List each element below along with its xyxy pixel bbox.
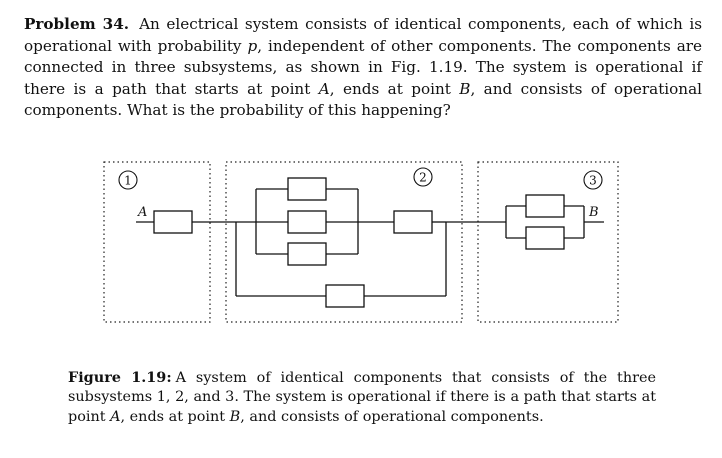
component-box <box>287 177 327 201</box>
component-box <box>525 194 565 218</box>
component-box <box>153 210 193 234</box>
subsystem-1-number: 1 <box>124 174 132 188</box>
component-box <box>525 226 565 250</box>
problem-text: , ends at point <box>329 79 460 98</box>
figure-caption: Figure 1.19:A system of identical compon… <box>68 368 656 427</box>
caption-text: , ends at point <box>120 408 230 425</box>
circuit-wires <box>136 188 604 297</box>
subsystem-1-marker: 1 <box>118 170 138 190</box>
component-box <box>287 242 327 266</box>
figure-label: Figure 1.19: <box>68 369 172 386</box>
subsystem-3-number: 3 <box>589 174 597 188</box>
caption-text: A system of identical components that co… <box>68 370 656 425</box>
point-b-ref: B <box>459 79 471 98</box>
point-a-label: A <box>137 205 147 220</box>
subsystem-3-marker: 3 <box>583 170 603 190</box>
caption-point-b: B <box>229 408 241 425</box>
subsystem-2-marker: 2 <box>413 167 433 187</box>
problem-label: Problem 34. <box>24 15 130 33</box>
component-box <box>325 284 365 308</box>
point-a-ref: A <box>318 79 330 98</box>
circuit-diagram: 1 2 3 A B <box>103 161 619 323</box>
component-box <box>287 210 327 234</box>
caption-text: , and consists of operational components… <box>240 408 544 425</box>
subsystem-2-boundary <box>225 161 463 323</box>
problem-text: , independent of other components. The c… <box>24 36 703 98</box>
subsystem-1-boundary <box>103 161 211 323</box>
point-b-label: B <box>588 205 599 220</box>
problem-text: , and consists of operational components… <box>24 79 702 120</box>
subsystem-2-number: 2 <box>419 171 427 185</box>
probability-symbol: p <box>247 36 258 55</box>
problem-statement: Problem 34.An electrical system consists… <box>24 14 702 122</box>
subsystem-3-boundary <box>477 161 619 323</box>
caption-point-a: A <box>110 408 121 425</box>
component-box <box>393 210 433 234</box>
problem-text: An electrical system consists of identic… <box>24 15 702 55</box>
